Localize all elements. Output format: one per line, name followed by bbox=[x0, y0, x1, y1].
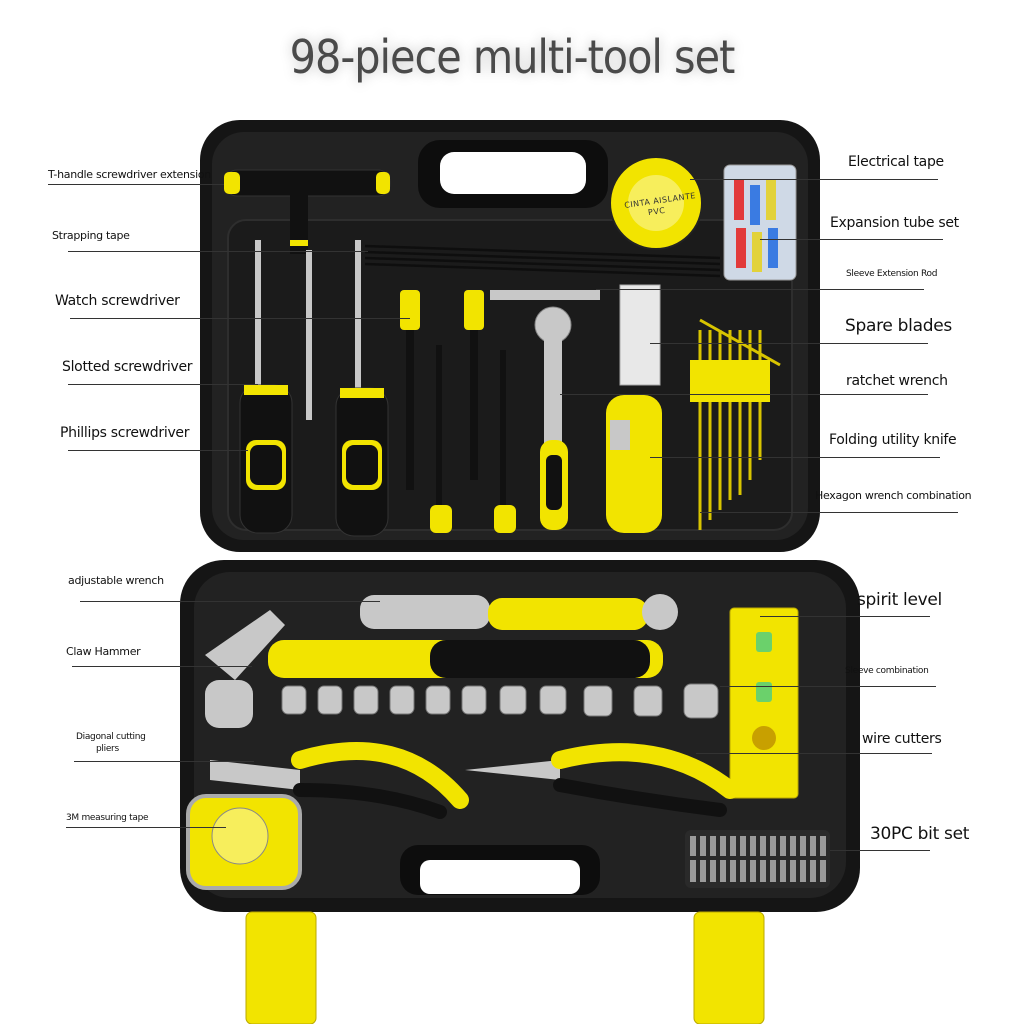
label-sleeve-combination: Sleeve combination bbox=[845, 666, 929, 676]
folding-knife bbox=[606, 395, 662, 533]
leader-spirit-level bbox=[760, 616, 930, 617]
leader-sleeve-combination bbox=[720, 686, 936, 687]
leader-electrical-tape bbox=[690, 179, 938, 180]
spirit-level bbox=[729, 607, 799, 799]
label-claw-hammer: Claw Hammer bbox=[66, 645, 141, 658]
label-measuring-tape: 3M measuring tape bbox=[66, 813, 149, 823]
leader-watch-screwdriver bbox=[70, 318, 410, 319]
claw-hammer bbox=[205, 610, 663, 728]
leader-phillips-screwdriver bbox=[68, 450, 248, 451]
watch-screwdrivers bbox=[400, 290, 516, 533]
label-expansion-tube-set: Expansion tube set bbox=[830, 215, 959, 231]
leader-expansion-tube-set bbox=[760, 239, 943, 240]
label-electrical-tape: Electrical tape bbox=[848, 154, 944, 170]
leader-slotted-screwdriver bbox=[68, 384, 258, 385]
label-strapping-tape: Strapping tape bbox=[52, 229, 130, 242]
label-folding-utility-knife: Folding utility knife bbox=[829, 432, 957, 448]
leader-t-handle-extension bbox=[48, 184, 224, 185]
leader-bit-set bbox=[830, 850, 930, 851]
ratchet-wrench bbox=[490, 290, 600, 530]
label-spare-blades: Spare blades bbox=[845, 316, 952, 336]
leader-diagonal-cutting bbox=[74, 761, 254, 762]
long-screwdrivers bbox=[239, 240, 389, 537]
leader-sleeve-extension-rod bbox=[596, 289, 924, 290]
hex-keys bbox=[690, 318, 781, 530]
bit-set bbox=[685, 830, 830, 888]
measuring-tape bbox=[186, 794, 302, 890]
leader-ratchet-wrench bbox=[560, 394, 928, 395]
leader-spare-blades bbox=[650, 343, 928, 344]
leader-measuring-tape bbox=[66, 827, 226, 828]
label-slotted-screwdriver: Slotted screwdriver bbox=[62, 359, 193, 375]
socket-row bbox=[281, 683, 719, 719]
leader-folding-utility-knife bbox=[650, 457, 940, 458]
spare-blades bbox=[619, 284, 661, 386]
t-handle-extension bbox=[224, 169, 391, 254]
label-diagonal-cutting: Diagonal cutting bbox=[76, 732, 146, 742]
leader-strapping-tape bbox=[68, 251, 368, 252]
label-sleeve-extension-rod: Sleeve Extension Rod bbox=[846, 269, 938, 279]
page-title: 98-piece multi-tool set bbox=[289, 30, 736, 84]
adjustable-wrench bbox=[360, 594, 678, 630]
label-t-handle-extension: T-handle screwdriver extension bbox=[48, 168, 211, 181]
label-ratchet-wrench: ratchet wrench bbox=[846, 373, 948, 389]
leader-adjustable-wrench bbox=[80, 601, 380, 602]
label-wire-cutters: wire cutters bbox=[862, 731, 942, 747]
leader-claw-hammer bbox=[72, 666, 252, 667]
pliers bbox=[210, 742, 739, 819]
leader-hexagon-wrench-combination bbox=[700, 512, 958, 513]
label-spirit-level: spirit level bbox=[857, 590, 942, 610]
leader-wire-cutters bbox=[696, 753, 932, 754]
label-pliers: pliers bbox=[96, 744, 119, 754]
label-bit-set: 30PC bit set bbox=[870, 824, 970, 844]
label-phillips-screwdriver: Phillips screwdriver bbox=[60, 425, 190, 441]
label-hexagon-wrench-combination: Hexagon wrench combination bbox=[815, 489, 972, 502]
label-adjustable-wrench: adjustable wrench bbox=[68, 574, 164, 587]
label-watch-screwdriver: Watch screwdriver bbox=[55, 293, 180, 309]
electrical-tape bbox=[609, 156, 703, 250]
expansion-tubes bbox=[723, 164, 797, 281]
strapping-ties bbox=[364, 244, 721, 278]
